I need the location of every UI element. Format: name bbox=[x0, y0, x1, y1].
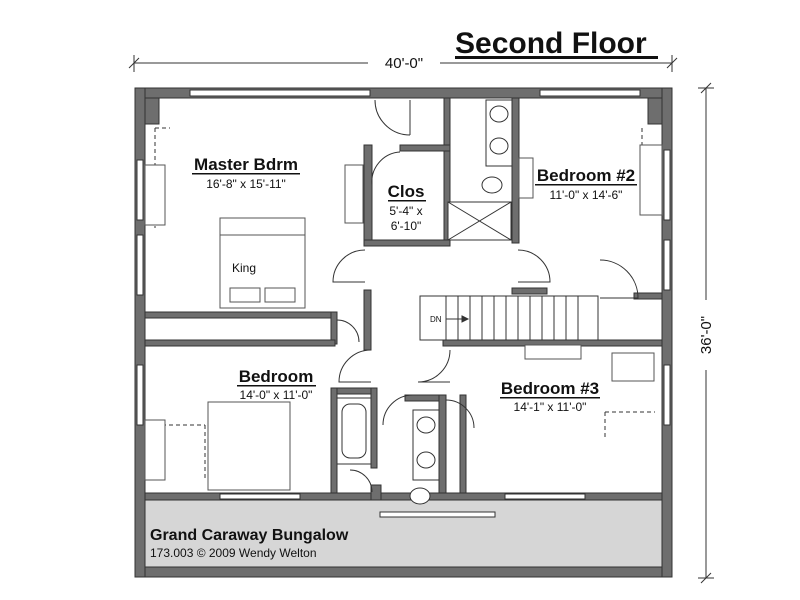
bedroom-size: 14'-0" x 11'-0" bbox=[240, 388, 313, 402]
stair-label: DN bbox=[430, 315, 442, 324]
bedroom-name-underline bbox=[237, 385, 316, 387]
interior-walls bbox=[144, 97, 663, 501]
bedroom2-name-underline bbox=[535, 184, 637, 186]
staircase bbox=[419, 295, 599, 341]
master-bedroom-name: Master Bdrm bbox=[194, 155, 298, 174]
exterior-walls bbox=[134, 87, 673, 578]
depth-dimension bbox=[698, 82, 714, 584]
lower-bath-fixtures bbox=[336, 397, 440, 505]
plan-title: Second Floor bbox=[455, 27, 647, 60]
bedroom-name: Bedroom bbox=[239, 367, 314, 386]
bed-label: King bbox=[232, 261, 256, 275]
bedroom2-size: 11'-0" x 14'-6" bbox=[550, 188, 623, 202]
plan-caption: 173.003 © 2009 Wendy Welton bbox=[150, 546, 317, 560]
closet-size-line2: 6'-10" bbox=[391, 219, 422, 233]
width-dimension bbox=[128, 55, 678, 72]
windows bbox=[136, 89, 671, 518]
corner-posts bbox=[144, 97, 663, 125]
bedroom3-name-underline bbox=[500, 397, 600, 399]
king-bed bbox=[219, 217, 306, 309]
master-dresser bbox=[344, 164, 364, 224]
bedroom3-name: Bedroom #3 bbox=[501, 379, 599, 398]
closet-size-line1: 5'-4" x bbox=[389, 204, 422, 218]
title-underline bbox=[455, 56, 658, 59]
bedroom3-size: 14'-1" x 11'-0" bbox=[514, 400, 587, 414]
master-bedroom-size: 16'-8" x 15'-11" bbox=[206, 177, 286, 191]
plan-name: Grand Caraway Bungalow bbox=[150, 527, 349, 544]
closet-name: Clos bbox=[388, 182, 425, 201]
upper-bath-fixtures bbox=[447, 99, 513, 241]
width-dimension-label: 40'-0" bbox=[385, 55, 423, 72]
bedroom2-name: Bedroom #2 bbox=[537, 166, 635, 185]
depth-dimension-label: 36'-0" bbox=[698, 316, 715, 354]
door-swings bbox=[332, 99, 639, 493]
master-name-underline bbox=[192, 173, 300, 175]
bedroom-furniture bbox=[144, 144, 663, 491]
closet-name-underline bbox=[388, 200, 426, 202]
porch-area bbox=[145, 500, 665, 567]
